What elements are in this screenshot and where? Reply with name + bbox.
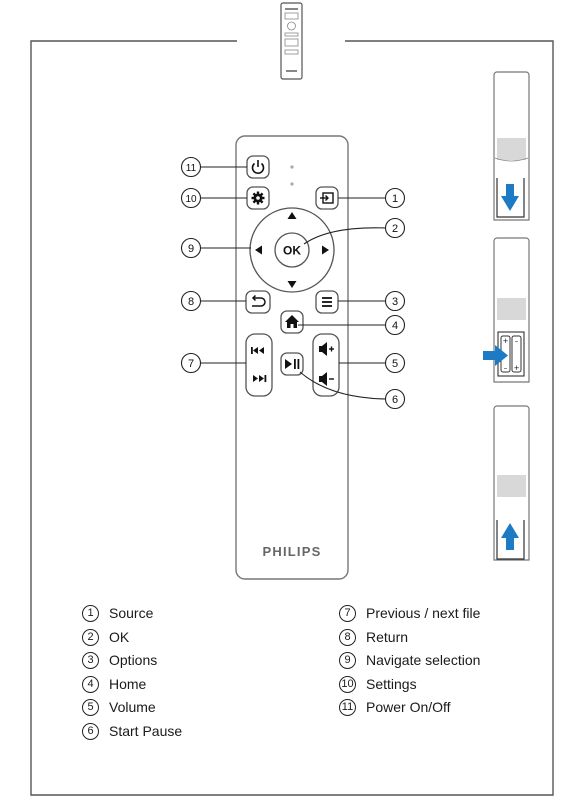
legend-item: 5 Volume (82, 696, 182, 720)
gear-icon (251, 191, 265, 205)
legend-label: Navigate selection (366, 652, 481, 668)
legend-number: 6 (82, 722, 99, 740)
ok-label: OK (283, 244, 301, 258)
legend-number: 5 (82, 699, 99, 717)
battery-step-3 (493, 405, 530, 561)
callout-number: 9 (188, 243, 194, 255)
svg-text:–: – (504, 364, 508, 372)
svg-text:+: + (514, 364, 520, 372)
callout-number: 2 (392, 223, 398, 235)
battery-step-2: + – – + (483, 237, 530, 383)
callout-2: 2 (384, 217, 406, 239)
legend-right: 7 Previous / next file 8 Return 9 Navigate … (339, 602, 480, 720)
legend-number: 8 (339, 628, 356, 646)
play-pause-button[interactable] (280, 352, 304, 376)
legend-item: 10 Settings (339, 673, 480, 697)
callout-number: 3 (392, 296, 398, 308)
legend-item: 4 Home (82, 673, 182, 697)
settings-button[interactable] (246, 186, 270, 210)
next-icon (253, 375, 267, 382)
home-button[interactable] (280, 310, 304, 334)
callout-3: 3 (384, 290, 406, 312)
arrow-down-icon (287, 281, 297, 288)
power-button[interactable] (246, 155, 270, 179)
return-icon (252, 297, 266, 307)
svg-text:+: + (503, 337, 509, 345)
arrow-up-icon (287, 212, 297, 219)
callout-10: 10 (180, 187, 202, 209)
legend-label: Home (109, 675, 147, 692)
legend-number: 1 (82, 605, 99, 623)
legend-label: Power On/Off (366, 699, 451, 715)
legend-number: 9 (339, 652, 356, 670)
home-icon (285, 315, 299, 328)
legend-item: 6 Start Pause (82, 720, 182, 744)
brand-logo: PHILIPS (263, 544, 322, 559)
callout-number: 6 (392, 394, 398, 406)
callout-lines (201, 166, 387, 400)
callout-number: 4 (392, 320, 398, 332)
arrow-left-icon (255, 245, 262, 255)
legend-item: 3 Options (82, 649, 182, 673)
down-arrow-icon (501, 184, 519, 211)
battery-step-1 (493, 71, 530, 221)
callout-9: 9 (180, 237, 202, 259)
legend-label: Volume (109, 699, 156, 715)
previous-icon (251, 347, 264, 354)
return-button[interactable] (245, 290, 271, 314)
power-icon (251, 162, 265, 175)
legend-item: 8 Return (339, 626, 480, 650)
legend-item: 1 Source (82, 602, 182, 626)
callout-1: 1 (384, 187, 406, 209)
play-pause-icon (285, 359, 300, 369)
legend-label: Previous / next file (366, 605, 481, 621)
options-button[interactable] (315, 290, 339, 314)
callout-number: 10 (185, 194, 197, 205)
legend-number: 4 (82, 675, 99, 693)
menu-icon (322, 297, 332, 307)
prev-next-rocker[interactable] (245, 333, 273, 397)
callout-11: 11 (180, 156, 202, 178)
legend-number: 3 (82, 652, 99, 670)
legend-left: 1 Source 2 OK 3 Options 4 Home 5 Volume 6 Star… (82, 602, 182, 743)
up-arrow-icon (501, 523, 519, 550)
source-icon (320, 192, 334, 204)
legend-label: Source (109, 605, 154, 621)
legend-number: 2 (82, 628, 99, 646)
callout-6: 6 (384, 388, 406, 410)
volume-down-icon (319, 372, 334, 386)
ok-button[interactable]: OK (274, 232, 310, 268)
svg-text:–: – (515, 337, 519, 345)
diagram-frame (30, 40, 554, 796)
callout-number: 1 (392, 193, 398, 205)
callout-7: 7 (180, 352, 202, 374)
legend-item: 9 Navigate selection (339, 649, 480, 673)
legend-number: 11 (339, 699, 356, 717)
callout-5: 5 (384, 352, 406, 374)
right-arrow-icon (483, 345, 508, 366)
legend-item: 2 OK (82, 626, 182, 650)
callout-circles: 1 2 3 4 5 6 7 8 9 10 11 (180, 156, 406, 410)
source-button[interactable] (315, 186, 339, 210)
volume-rocker[interactable] (312, 333, 340, 397)
legend-label: Return (366, 628, 409, 645)
callout-number: 8 (188, 296, 194, 308)
callout-number: 11 (186, 163, 197, 174)
legend-number: 7 (339, 605, 356, 623)
legend-label: Options (109, 652, 158, 668)
callout-number: 7 (188, 358, 194, 370)
callout-4: 4 (384, 314, 406, 336)
remote-thumbnail (280, 2, 303, 80)
legend-label: Start Pause (109, 722, 183, 739)
legend-number: 10 (339, 675, 356, 693)
arrow-right-icon (322, 245, 329, 255)
legend-label: Settings (366, 675, 417, 692)
callout-8: 8 (180, 290, 202, 312)
legend-item: 11 Power On/Off (339, 696, 480, 720)
legend-item: 7 Previous / next file (339, 602, 480, 626)
volume-up-icon (319, 342, 334, 356)
callout-number: 5 (392, 358, 398, 370)
legend-label: OK (109, 628, 130, 645)
